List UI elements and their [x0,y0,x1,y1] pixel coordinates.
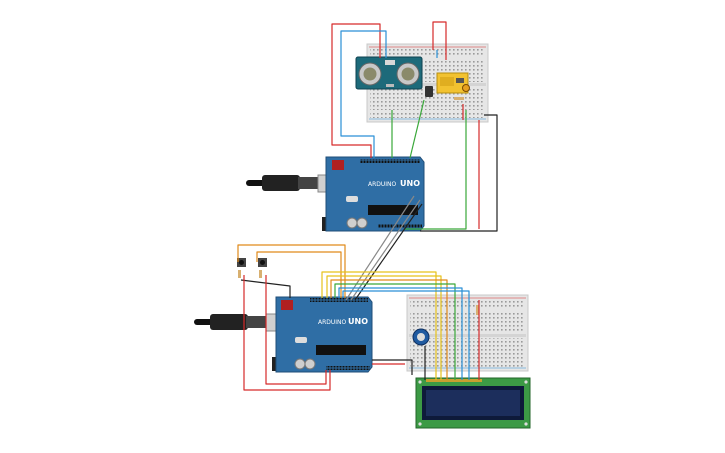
relay-icon [436,72,470,94]
board-brand-label: ARDUINO [318,319,347,326]
lcd-display-icon [415,377,531,429]
board-model-label: UNO [400,179,420,188]
potentiometer-icon [412,328,430,346]
push-button-icon [258,258,267,278]
push-button-icon [237,258,246,278]
small-ic [425,86,433,97]
resistor-bottom [476,305,479,315]
arduino-uno-top: ARDUINO UNO [246,156,425,232]
breadboard-bottom [406,294,529,372]
resistor-top [454,97,464,100]
wires [237,21,498,391]
usb-cable-icon [246,175,318,191]
usb-cable-icon [194,314,266,330]
arduino-uno-bottom: ARDUINO UNO [194,296,373,373]
ultrasonic-sensor-icon [355,56,423,90]
board-model-label: UNO [348,317,368,326]
board-brand-label: ARDUINO [368,181,397,188]
